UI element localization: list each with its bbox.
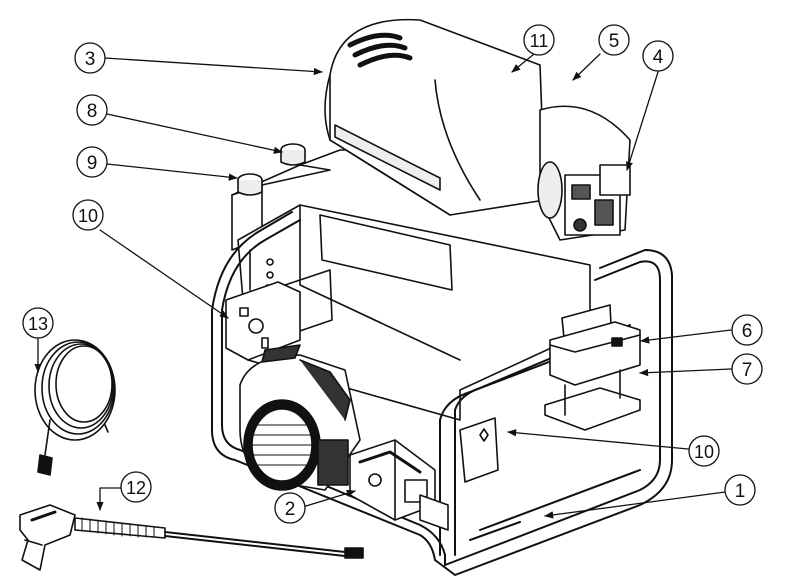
leader-10b [507, 429, 689, 450]
leader-10a [99, 229, 229, 319]
hose-coil [34, 339, 116, 476]
callout-label: 11 [530, 31, 549, 51]
leader-12 [96, 487, 123, 511]
callout-label: 1 [735, 481, 746, 502]
engine [239, 344, 361, 491]
callout-label: 2 [285, 499, 296, 520]
callout-6: 6 [731, 314, 763, 346]
callout-10a: 10 [72, 199, 104, 231]
callout-7: 7 [731, 353, 763, 385]
leader-3 [104, 57, 323, 76]
spray-gun [19, 504, 364, 571]
leader-9 [106, 163, 238, 181]
callout-1: 1 [724, 474, 756, 506]
callout-label: 9 [87, 153, 98, 174]
callout-label: 3 [85, 49, 96, 70]
callout-label: 4 [653, 47, 664, 68]
control-panel [225, 281, 301, 361]
callout-10b: 10 [688, 435, 720, 467]
callout-11: 11 [523, 24, 555, 56]
leader-8 [106, 113, 283, 154]
leader-7 [639, 368, 732, 377]
battery-and-tray [544, 304, 641, 431]
callout-label: 10 [78, 206, 98, 226]
callout-4: 4 [642, 40, 674, 72]
callout-9: 9 [76, 146, 108, 178]
callout-label: 5 [609, 31, 620, 52]
callout-12: 12 [120, 471, 152, 503]
callout-8: 8 [76, 94, 108, 126]
leader-6 [640, 329, 732, 344]
callout-3: 3 [74, 42, 106, 74]
leader-2 [305, 489, 356, 507]
callout-label: 7 [742, 360, 753, 381]
burner-assembly [537, 105, 631, 241]
exhaust-hood [324, 18, 546, 216]
callout-label: 6 [742, 321, 753, 342]
callout-bubbles: 3 8 9 10 11 5 4 6 [22, 24, 763, 524]
callout-5: 5 [598, 24, 630, 56]
callout-label: 8 [87, 101, 98, 122]
callout-label: 12 [126, 478, 146, 498]
pump [349, 439, 449, 531]
callout-2: 2 [274, 492, 306, 524]
pressure-washer-assembly [19, 18, 673, 576]
callout-label: 13 [28, 314, 48, 334]
leader-5 [572, 53, 601, 81]
leader-1 [544, 491, 726, 519]
callout-13: 13 [22, 307, 54, 339]
callout-label: 10 [694, 442, 714, 462]
leader-4 [625, 71, 659, 171]
leader-11 [511, 53, 535, 73]
side-bracket [459, 417, 499, 483]
frame-assembly [211, 211, 673, 576]
callout-leaders [34, 53, 732, 519]
